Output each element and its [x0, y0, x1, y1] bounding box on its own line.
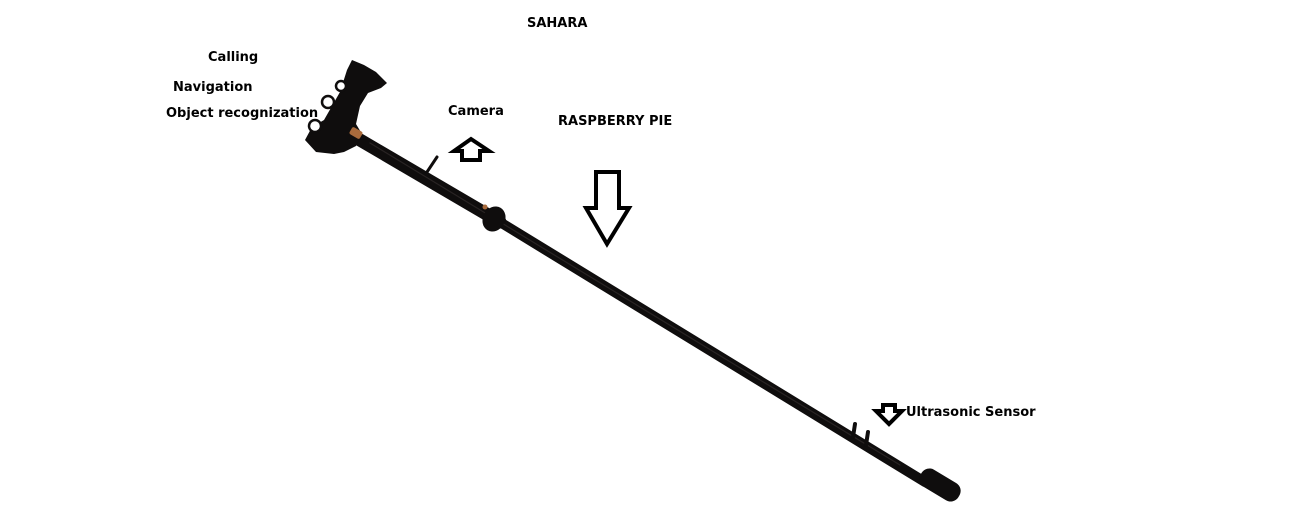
cane-rubber-tip	[919, 468, 961, 502]
cane-handle	[305, 60, 387, 154]
camera-label: Camera	[448, 104, 504, 119]
ultrasonic-sensor-label: Ultrasonic Sensor	[906, 405, 1036, 420]
camera-mount	[425, 155, 439, 174]
object-recognization-label: Object recognization	[166, 106, 319, 121]
navigation-label: Navigation	[173, 80, 253, 95]
camera-arrow-up	[447, 136, 496, 162]
raspberry-pie-arrow-down	[582, 170, 633, 248]
ultrasonic-arrow-down	[871, 403, 907, 427]
handle-buttons	[307, 79, 348, 134]
cane-handle-collar	[349, 127, 363, 139]
ultrasonic-sensor-prongs	[851, 422, 870, 447]
cane-joint-accent	[482, 204, 488, 210]
object-recognition-button	[307, 118, 323, 134]
raspberry-pie-label: RASPBERRY PIE	[558, 114, 673, 129]
calling-button	[334, 79, 348, 93]
calling-label: Calling	[208, 50, 259, 65]
diagram-title: SAHARA	[527, 16, 588, 31]
cane-joint-collar	[482, 206, 506, 232]
cane-shaft-highlight	[369, 142, 901, 466]
navigation-button	[320, 94, 336, 110]
